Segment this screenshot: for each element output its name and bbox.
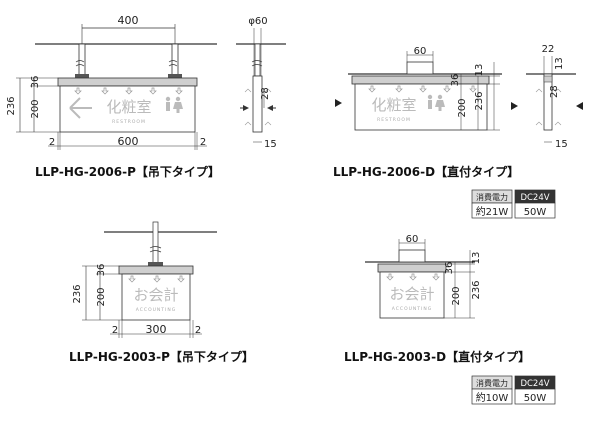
dim-width-600: 600 [118,135,139,148]
drawing-2006-p: 400 化粧室 RESTROOM [6,14,286,179]
mount-base [398,249,426,263]
dim-right-2: 2 [195,325,201,336]
left-arrow-icon [69,97,92,119]
dim-left-2: 2 [49,137,55,148]
dim-h-body: 200 [30,99,41,118]
dc-value: 50W [524,393,547,404]
dim-right-2: 2 [200,137,206,148]
power-badge-2003: 消費電力 約10W DC24V 50W [471,375,556,405]
sign-sub-text: ACCOUNTING [392,306,432,312]
sign-main-text: お会計 [133,286,178,304]
dim-side-top: 13 [471,252,482,265]
caption-2006-d: LLP-HG-2006-D【直付タイプ】 [333,164,519,179]
dim-side-depth: 28 [549,85,560,98]
power-value: 約21W [476,205,509,218]
sign-sub-text: RESTROOM [377,117,411,123]
dim-side-top-13: 13 [554,57,565,70]
triangle-side-left [511,102,518,110]
side-view-body [252,75,263,133]
power-label: 消費電力 [476,378,508,388]
wire [152,221,159,265]
power-badge-2006: 消費電力 約21W DC24V 50W [471,189,556,219]
side-view-body [543,73,553,131]
sign-cap [57,77,198,87]
dc-label: DC24V [520,193,549,203]
wire-right [171,43,179,77]
dim-left-2: 2 [112,325,118,336]
power-label: 消費電力 [476,192,508,202]
restroom-icon [427,94,445,111]
drawing-2003-p: お会計 ACCOUNTING 236 200 36 2 300 2 LLP-HG… [69,221,254,364]
dim-side-top: 13 [474,64,485,77]
sign-sub-text: ACCOUNTING [136,307,176,313]
mount-base [406,61,434,75]
sign-body [354,83,488,131]
dim-base-60: 60 [406,234,419,245]
dim-top-400: 400 [118,14,139,27]
sign-cap [118,265,194,275]
dim-side-bottom: 15 [264,139,277,150]
caption-2003-d: LLP-HG-2003-D【直付タイプ】 [344,349,530,364]
dim-h-body: 200 [457,98,468,117]
dim-h-total: 236 [72,284,83,303]
drawing-2003-d: 60 お会計 ACCOUNTING 200 36 236 13 LLP-HG-2… [344,234,556,405]
sign-main-text: 化粧室 [106,98,151,116]
dim-side-bottom: 15 [555,139,568,150]
dim-h-total: 236 [6,96,17,115]
sign-main-text: 化粧室 [371,96,416,114]
dim-h-body: 200 [96,287,107,306]
triangle-left-marker [335,99,342,107]
dc-label: DC24V [520,379,549,389]
dim-h-cap: 36 [444,262,455,275]
sign-cap [351,75,490,85]
caption-2006-p: LLP-HG-2006-P【吊下タイプ】 [35,164,220,179]
dim-h-body: 200 [451,286,462,305]
sign-cap [377,263,447,273]
dc-value: 50W [524,207,547,218]
dim-h-cap: 36 [30,76,41,89]
dim-h-total: 236 [474,91,485,110]
dim-side-depth: 28 [260,87,271,100]
sign-sub-text: RESTROOM [112,119,146,125]
dim-h-total: 236 [471,280,482,299]
caption-2003-p: LLP-HG-2003-P【吊下タイプ】 [69,349,254,364]
dim-h-cap: 36 [450,74,461,87]
wire-left [78,43,86,77]
drawing-2006-d: 60 化粧室 RESTROOM 200 36 236 13 [333,44,583,219]
restroom-icon [165,96,183,113]
dim-side-width: 22 [542,44,555,55]
dim-side-dia: φ60 [248,16,267,27]
dim-base-60: 60 [414,46,427,57]
led-arrows [74,87,183,95]
sign-body [121,273,191,321]
dim-width-300: 300 [146,323,167,336]
sign-main-text: お会計 [389,285,434,303]
triangle-side-right [576,102,583,110]
dim-h-cap: 36 [96,264,107,277]
power-value: 約10W [476,391,509,404]
